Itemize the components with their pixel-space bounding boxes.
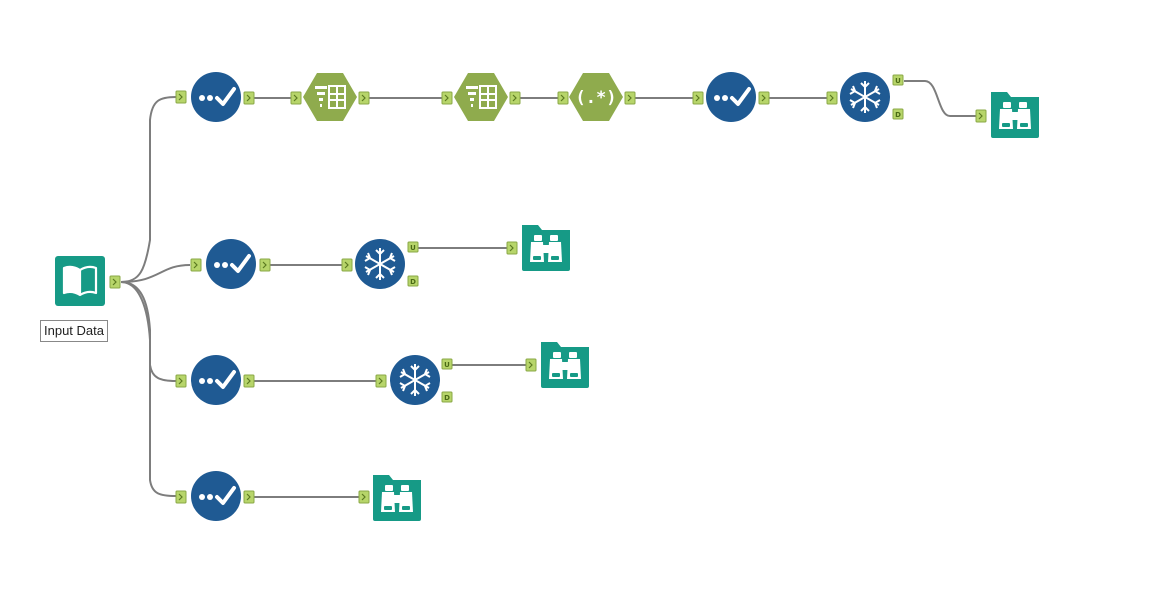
select5-input-anchor[interactable] (692, 91, 704, 105)
connector-input-select1[interactable] (120, 96, 177, 283)
join-tool-3[interactable] (389, 354, 441, 406)
join-tool-2[interactable] (354, 238, 406, 290)
regex-tool[interactable] (569, 73, 623, 121)
select4-output-anchor[interactable] (243, 490, 255, 504)
connector-r1-6[interactable] (904, 80, 977, 117)
input-output-anchor[interactable] (109, 275, 121, 289)
join1-u-anchor[interactable] (892, 74, 904, 86)
select3-input-anchor[interactable] (175, 374, 187, 388)
join2-input-anchor[interactable] (341, 258, 353, 272)
select2-input-anchor[interactable] (190, 258, 202, 272)
select-tool-3[interactable] (189, 353, 243, 407)
select3-output-anchor[interactable] (243, 374, 255, 388)
formula2-input-anchor[interactable] (441, 91, 453, 105)
formula1-output-anchor[interactable] (358, 91, 370, 105)
formula-tool-2[interactable] (453, 72, 509, 122)
join1-d-anchor[interactable] (892, 108, 904, 120)
browse2-input-anchor[interactable] (506, 241, 518, 255)
join3-input-anchor[interactable] (375, 374, 387, 388)
browse-tool-2[interactable] (522, 225, 570, 271)
select1-output-anchor[interactable] (243, 91, 255, 105)
join3-d-anchor[interactable] (441, 391, 453, 403)
join-tool-1[interactable] (839, 71, 891, 123)
connector-input-select2[interactable] (120, 264, 191, 283)
join2-u-anchor[interactable] (407, 241, 419, 253)
select-tool-4[interactable] (189, 469, 243, 523)
browse1-input-anchor[interactable] (975, 109, 987, 123)
input-data-tool[interactable] (53, 254, 121, 308)
browse4-input-anchor[interactable] (358, 490, 370, 504)
select-tool-5[interactable] (704, 70, 758, 124)
browse-tool-4[interactable] (373, 475, 421, 521)
formula-tool-1[interactable] (302, 72, 358, 122)
select5-output-anchor[interactable] (758, 91, 770, 105)
join1-input-anchor[interactable] (826, 91, 838, 105)
formula1-input-anchor[interactable] (290, 91, 302, 105)
regex-input-anchor[interactable] (557, 91, 569, 105)
regex-output-anchor[interactable] (624, 91, 636, 105)
join2-d-anchor[interactable] (407, 275, 419, 287)
connectors (120, 80, 977, 498)
row-2 (190, 225, 570, 291)
browse-tool-3[interactable] (541, 342, 589, 388)
select1-input-anchor[interactable] (175, 90, 187, 104)
select4-input-anchor[interactable] (175, 490, 187, 504)
connector-input-select4[interactable] (120, 281, 177, 497)
browse-tool-1[interactable] (991, 92, 1039, 138)
select-tool-1[interactable] (189, 70, 243, 124)
join3-u-anchor[interactable] (441, 358, 453, 370)
select-tool-2[interactable] (204, 237, 258, 291)
formula2-output-anchor[interactable] (509, 91, 521, 105)
browse3-input-anchor[interactable] (525, 358, 537, 372)
row-3 (175, 342, 589, 407)
input-data-label: Input Data (40, 320, 108, 342)
select2-output-anchor[interactable] (259, 258, 271, 272)
